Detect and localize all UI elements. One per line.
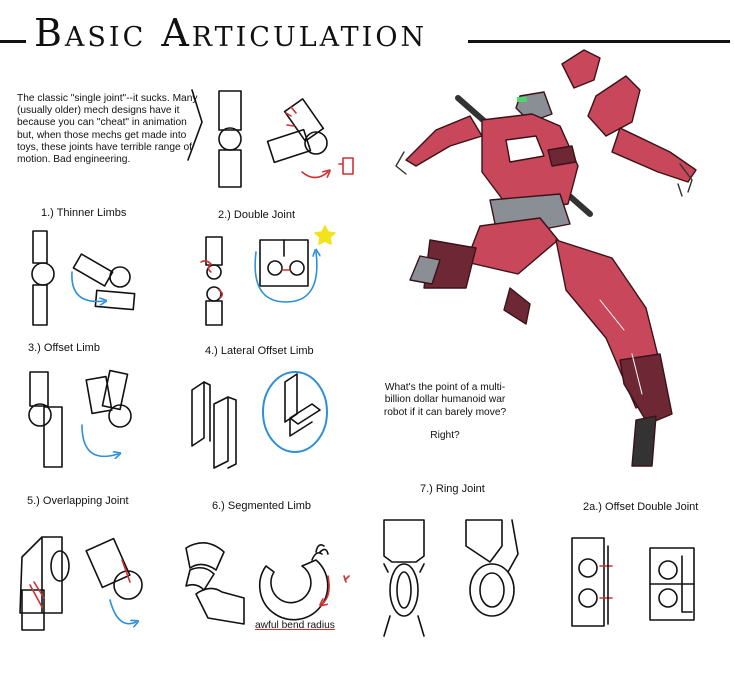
label-offset-double-joint: 2a.) Offset Double Joint	[583, 501, 699, 513]
awful-bend-radius-note: awful bend radius	[255, 620, 335, 631]
label-segmented-limb: 6.) Segmented Limb	[212, 500, 312, 512]
segmented-limb-diagram	[185, 542, 350, 625]
answer-text: Right?	[430, 430, 460, 441]
overlapping-joint-diagram	[19, 536, 143, 631]
label-offset-limb: 3.) Offset Limb	[28, 342, 100, 354]
label-ring-joint: 7.) Ring Joint	[420, 483, 485, 495]
label-lateral-offset-limb: 4.) Lateral Offset Limb	[205, 345, 314, 357]
offset-double-joint-diagram	[571, 537, 695, 627]
title-rule-right	[468, 40, 730, 43]
question-text: What's the point of a multi-billion doll…	[383, 382, 507, 418]
label-thinner-limbs: 1.) Thinner Limbs	[41, 207, 127, 219]
intro-text: The classic "single joint"--it sucks. Ma…	[17, 93, 198, 166]
lateral-offset-limb-diagram	[191, 371, 328, 469]
double-joint-diagram	[200, 236, 317, 326]
page-title: Basic Articulation	[34, 11, 428, 55]
star-icon	[314, 225, 336, 245]
offset-limb-diagram	[28, 369, 132, 468]
single-joint-diagram	[187, 89, 354, 188]
title-rule-left	[0, 40, 26, 43]
label-overlapping-joint: 5.) Overlapping Joint	[27, 495, 129, 507]
ring-joint-diagram	[383, 519, 519, 637]
thinner-limbs-diagram	[31, 230, 136, 326]
label-double-joint: 2.) Double Joint	[218, 209, 296, 221]
mech-illustration	[395, 49, 697, 467]
